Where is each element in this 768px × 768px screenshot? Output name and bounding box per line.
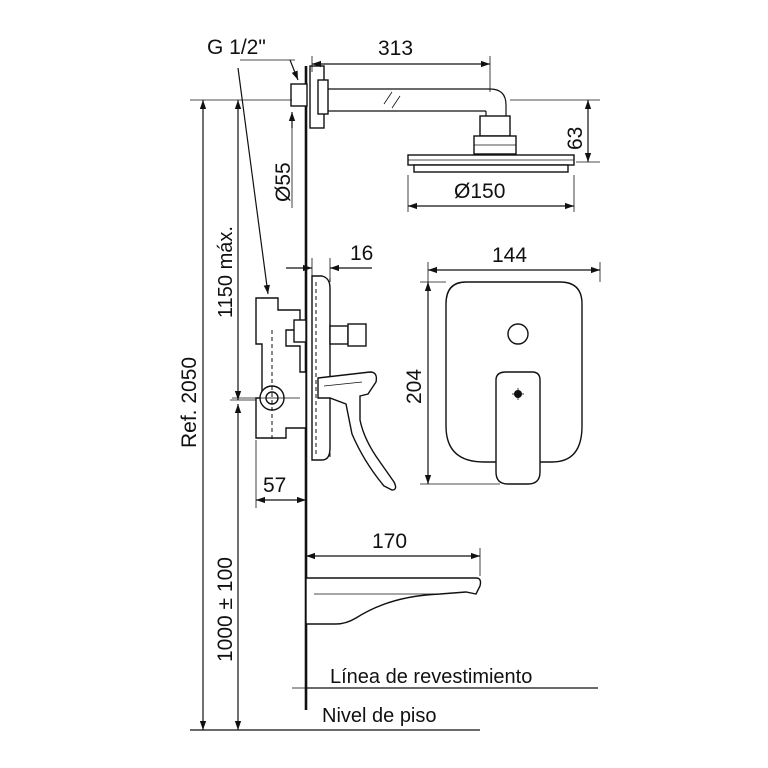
head-diameter-label: Ø150 (454, 180, 505, 203)
mixer-body (232, 297, 307, 440)
shower-arm (290, 65, 517, 155)
body-depth-label: 57 (263, 474, 286, 497)
spout-length-label: 170 (372, 530, 407, 553)
max-height-label: 1150 máx. (215, 226, 237, 318)
pipe-diameter-dimension: Ø55 (272, 112, 296, 208)
plate-depth-dimension: 16 (286, 242, 373, 278)
pipe-diameter-label: Ø55 (272, 162, 295, 202)
lever-handle-side (317, 371, 397, 491)
plate-depth-label: 16 (350, 242, 373, 265)
thread-dimension: G 1/2" (207, 36, 299, 81)
plate-height-label: 204 (403, 369, 426, 404)
plate-width-dimension: 144 (427, 244, 601, 282)
bath-spout (305, 577, 482, 625)
cover-plate-front (445, 281, 583, 485)
plate-width-label: 144 (492, 244, 527, 267)
spout-height-dimension: 1000 ± 100 (214, 404, 242, 730)
spout-length-dimension: 170 (306, 530, 481, 576)
finish-line-label: Línea de revestimiento (330, 666, 532, 688)
max-height-dimension: 1150 máx. (215, 67, 270, 401)
head-height-label: 63 (564, 127, 587, 150)
body-depth-dimension: 57 (255, 440, 306, 508)
finish-line-reference: Línea de revestimiento (292, 666, 598, 689)
shower-head (407, 154, 575, 173)
arm-length-dimension: 313 (311, 37, 491, 92)
head-height-dimension: 63 (510, 99, 600, 163)
floor-level-reference: Nivel de piso (190, 705, 480, 731)
head-diameter-dimension: Ø150 (407, 175, 575, 212)
plate-height-dimension: 204 (403, 281, 500, 485)
thread-label: G 1/2" (207, 36, 266, 59)
floor-level-label: Nivel de piso (322, 705, 437, 727)
cover-plate-side (311, 275, 367, 461)
spout-height-label: 1000 ± 100 (214, 557, 237, 662)
arm-length-label: 313 (378, 37, 413, 60)
reference-height-label: Ref. 2050 (178, 357, 201, 448)
